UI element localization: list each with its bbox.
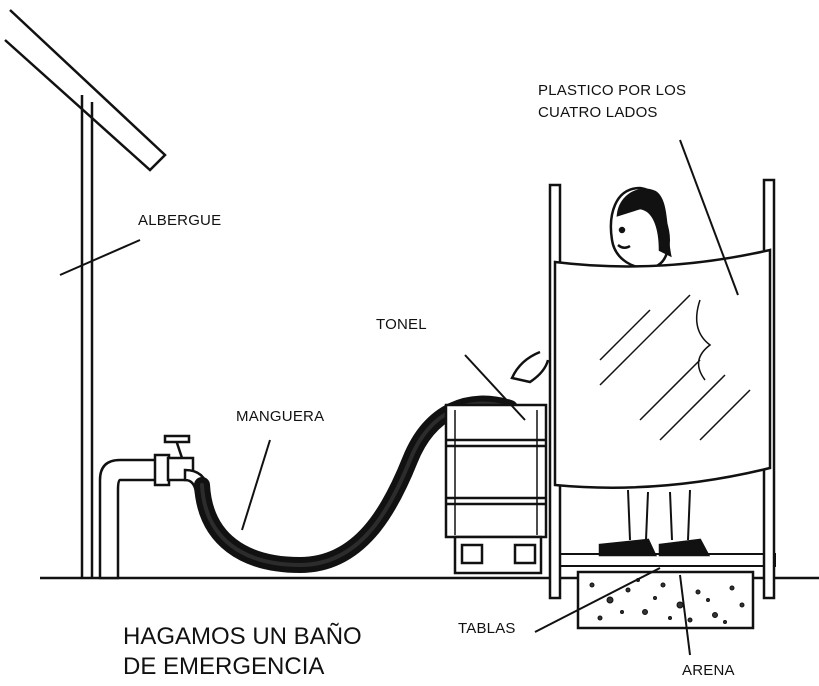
manguera-label: MANGUERA xyxy=(236,408,325,425)
title-line2: DE EMERGENCIA xyxy=(123,653,325,680)
person-legs xyxy=(627,489,691,541)
arena-label: ARENA xyxy=(682,662,735,679)
plastic-curtain xyxy=(553,248,772,489)
title-line1: HAGAMOS UN BAÑO xyxy=(123,623,362,650)
shelter-building xyxy=(4,9,167,578)
barrel xyxy=(444,403,548,575)
leader-lines xyxy=(59,139,739,656)
plastico-label-line1: PLASTICO POR LOS xyxy=(538,82,687,99)
person xyxy=(510,186,711,557)
tablas-label: TABLAS xyxy=(458,620,516,637)
sand-pit xyxy=(576,570,755,630)
faucet xyxy=(98,434,210,580)
tonel-label: TONEL xyxy=(376,316,427,333)
albergue-label: ALBERGUE xyxy=(138,212,222,229)
plastico-label-line2: CUATRO LADOS xyxy=(538,104,658,121)
